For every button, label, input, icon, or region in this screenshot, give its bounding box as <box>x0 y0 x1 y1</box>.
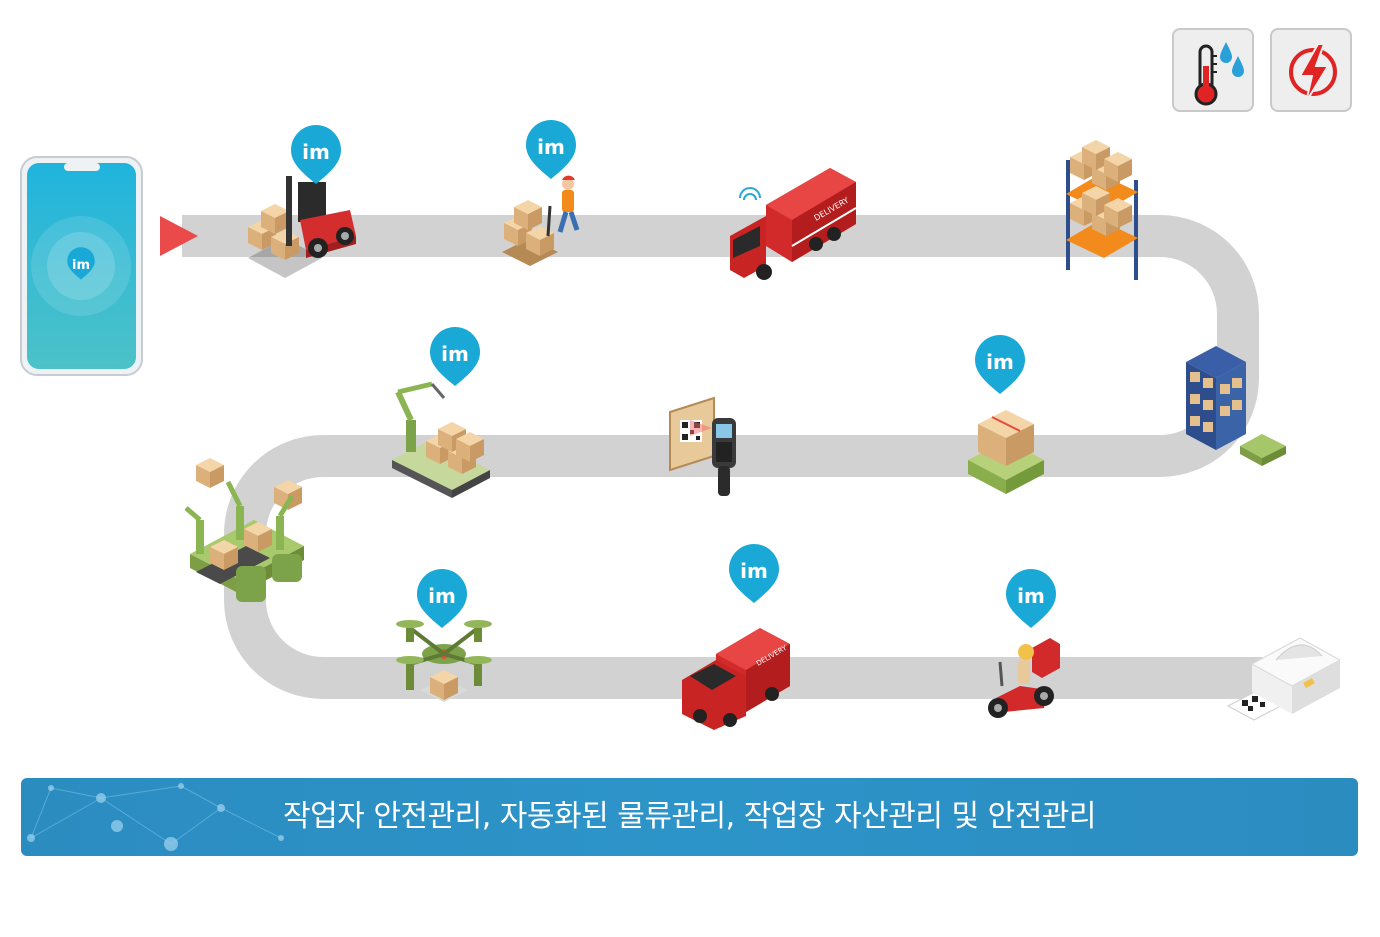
marker-label: im <box>441 342 469 366</box>
agv-robot-box-icon <box>968 410 1044 494</box>
forklift-icon <box>248 176 356 278</box>
barcode-scanner-icon <box>669 396 736 496</box>
assembly-line-robots-icon <box>184 458 304 602</box>
delivery-truck-icon: DELIVERY <box>730 168 857 280</box>
banner-text: 작업자 안전관리, 자동화된 물류관리, 작업장 자산관리 및 안전관리 <box>282 799 1097 834</box>
marker-label: im <box>302 140 330 164</box>
power-alert-icon <box>1289 43 1337 103</box>
warehouse-shelf-icon <box>1066 140 1138 280</box>
im-marker-drone: im <box>417 569 467 628</box>
start-arrow-icon <box>160 216 198 256</box>
marker-label: im <box>537 135 565 159</box>
im-marker-van: im <box>729 544 779 603</box>
label-printer-icon <box>1226 637 1342 721</box>
marker-label: im <box>428 584 456 608</box>
svg-text:im: im <box>72 258 90 273</box>
delivery-van-icon: DELIVERY <box>682 628 790 730</box>
storage-rack-agv-icon <box>1186 346 1286 466</box>
marker-label: im <box>986 350 1014 374</box>
delivery-scooter-icon <box>988 638 1060 718</box>
network-pattern <box>27 783 284 851</box>
im-marker-agv: im <box>975 335 1025 394</box>
im-marker-pallet-jack: im <box>526 120 576 179</box>
summary-banner: 작업자 안전관리, 자동화된 물류관리, 작업장 자산관리 및 안전관리 <box>21 778 1358 856</box>
im-marker-robot-arm: im <box>430 327 480 386</box>
power-alert-button[interactable] <box>1270 28 1352 112</box>
pallet-jack-worker-icon <box>502 175 580 266</box>
marker-label: im <box>740 559 768 583</box>
temperature-humidity-button[interactable] <box>1172 28 1254 112</box>
delivery-drone-icon <box>396 620 492 702</box>
smartphone-icon: im <box>20 156 143 376</box>
thermometer-humidity-icon <box>1194 42 1244 106</box>
flow-canvas: im DELIVERY <box>20 120 1342 730</box>
im-marker-scooter: im <box>1006 569 1056 628</box>
robot-arm-conveyor-icon <box>392 381 490 498</box>
im-marker-forklift: im <box>291 125 341 184</box>
marker-label: im <box>1017 584 1045 608</box>
flow-path <box>182 215 1262 699</box>
